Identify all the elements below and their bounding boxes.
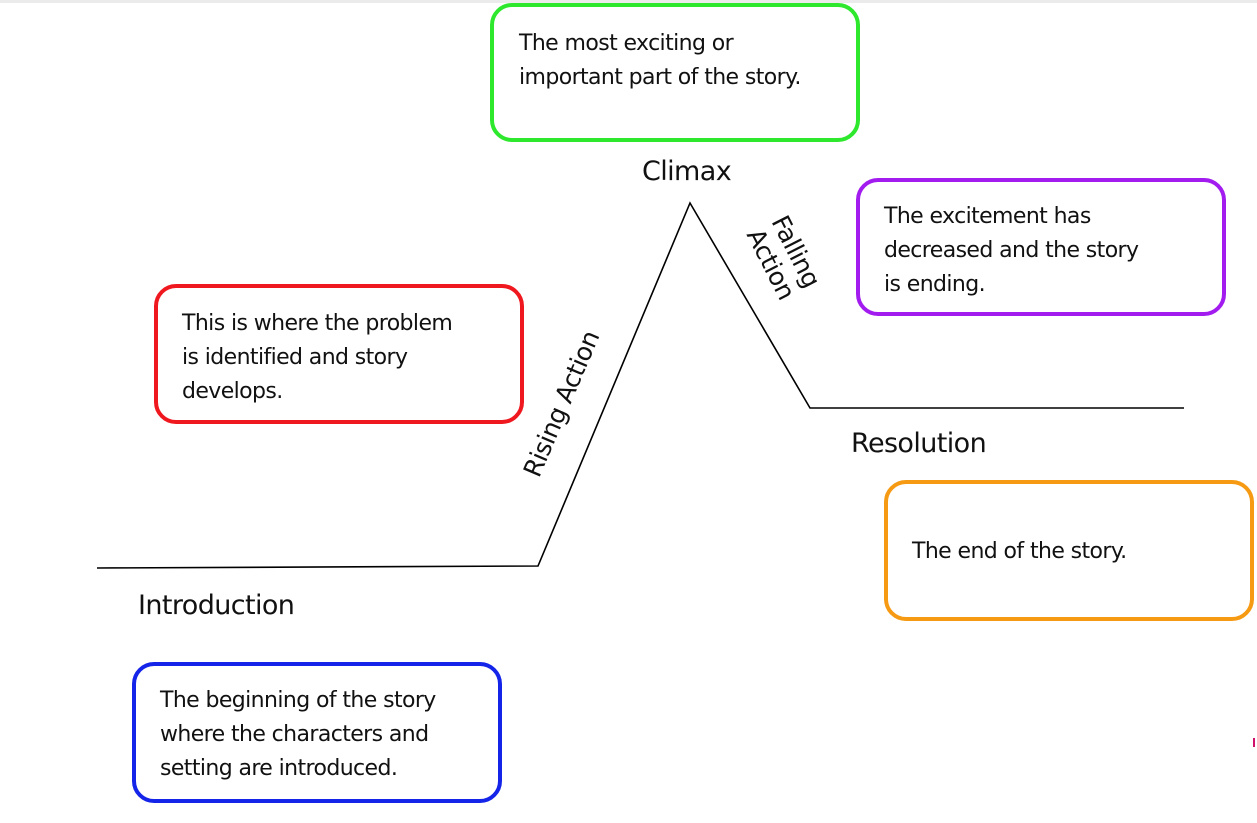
plot-line bbox=[96, 201, 1184, 569]
falling-action-description-box: The excitement has decreased and the sto… bbox=[856, 178, 1226, 316]
introduction-description-box: The beginning of the story where the cha… bbox=[132, 662, 502, 803]
climax-label: Climax bbox=[642, 156, 732, 187]
rising-action-description-box: This is where the problem is identified … bbox=[154, 284, 524, 424]
resolution-label: Resolution bbox=[851, 428, 987, 459]
climax-description-box: The most exciting or important part of t… bbox=[490, 3, 860, 142]
edge-mark bbox=[1253, 738, 1255, 747]
resolution-description-box: The end of the story. bbox=[884, 480, 1254, 621]
top-border bbox=[0, 0, 1257, 3]
introduction-label: Introduction bbox=[138, 590, 295, 621]
